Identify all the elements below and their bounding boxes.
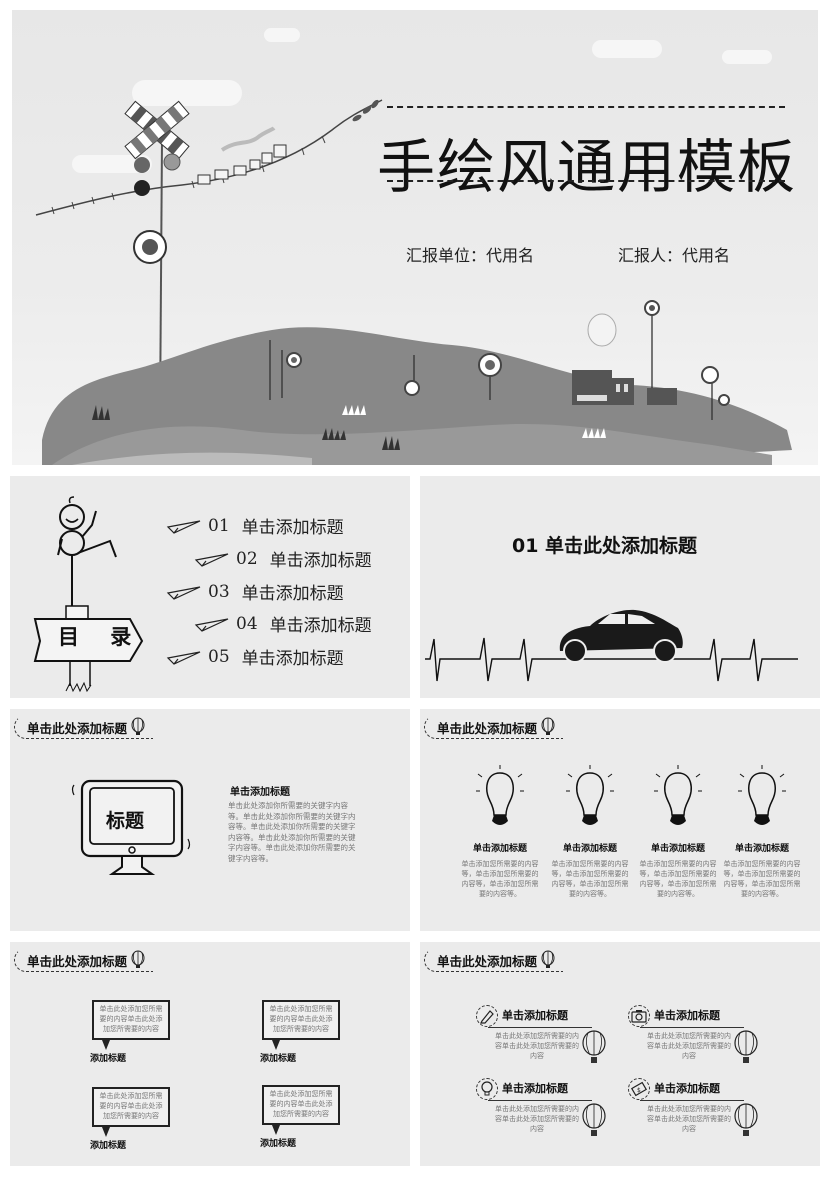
cloud [72, 155, 152, 173]
hot-air-balloon-icon [734, 1103, 758, 1136]
paper-plane-icon [166, 585, 201, 600]
speech-bubble-tail [272, 1125, 280, 1135]
paper-plane-icon [166, 650, 201, 665]
hot-air-balloon-icon [131, 717, 145, 735]
lightbulb-icon [654, 765, 702, 825]
content-body: 单击此处添加你所需要的关键字内容等。单击此处添加你所需要的关键字内容等。单击此处… [228, 801, 356, 863]
camera-icon [628, 1005, 650, 1027]
lightbulb-icon [566, 765, 614, 825]
pencil-icon [476, 1005, 498, 1027]
section-slide[interactable]: 01 单击此处添加标题 [420, 476, 820, 698]
title-top-rule [387, 106, 785, 108]
slide-header: 单击此处添加标题 [424, 948, 564, 972]
toc-sign-label: 目 录 [58, 625, 144, 649]
speech-bubble-4[interactable]: 单击此处添加您所需要的内容单击此处添加您所需要的内容 [262, 1085, 340, 1125]
bulb-column-3[interactable]: 单击添加标题 单击添加您所需要的内容等，单击添加您所需要的内容等，单击添加您所需… [638, 765, 718, 899]
bubble-label-1: 添加标题 [90, 1054, 127, 1064]
speech-bubble-tail [102, 1040, 110, 1050]
svg-text:$: $ [637, 1087, 641, 1094]
reporter: 汇报人：代用名 [618, 246, 731, 265]
section-title: 01 单击此处添加标题 [512, 535, 698, 557]
content-slide-bubbles[interactable]: 单击此处添加标题 单击此处添加您所需要的内容单击此处添加您所需要的内容 添加标题… [10, 942, 410, 1166]
landscape-illustration [35, 99, 792, 465]
cloud [722, 50, 772, 64]
content-heading: 单击添加标题 [230, 787, 290, 798]
bulb-column-1[interactable]: 单击添加标题 单击添加您所需要的内容等，单击添加您所需要的内容等，单击添加您所需… [460, 765, 540, 899]
monitor-label: 标题 [106, 810, 145, 832]
hot-air-balloon-icon [541, 717, 555, 735]
bubble-label-2: 添加标题 [260, 1054, 297, 1064]
monitor-illustration [71, 779, 191, 875]
content-slide-monitor[interactable]: 单击此处添加标题 标题 单击添加标题 单击此处添加你所需要的关键字内容等。单击此… [10, 709, 410, 931]
slide-header: 单击此处添加标题 [14, 948, 154, 972]
divider [640, 1027, 744, 1028]
cloud [264, 28, 300, 42]
cloud [592, 40, 662, 58]
content-slide-features[interactable]: 单击此处添加标题 单击添加标题 单击此处添加您所需要的内容单击此处添加您所需要的… [420, 942, 820, 1166]
cover-slide[interactable]: 手绘风通用模板 汇报单位：代用名 汇报人：代用名 [12, 10, 818, 465]
hot-air-balloon-icon [131, 950, 145, 968]
paper-plane-icon [166, 519, 201, 534]
bubble-label-4: 添加标题 [260, 1139, 297, 1149]
hot-air-balloon-icon [734, 1030, 758, 1063]
speech-bubble-1[interactable]: 单击此处添加您所需要的内容单击此处添加您所需要的内容 [92, 1000, 170, 1040]
heartbeat-car-illustration [425, 609, 798, 682]
slide-header: 单击此处添加标题 [14, 715, 154, 739]
speech-bubble-tail [102, 1127, 110, 1137]
divider [488, 1027, 592, 1028]
title-bottom-rule [387, 180, 785, 182]
divider [640, 1100, 744, 1101]
cloud [132, 80, 242, 106]
lightbulb-icon [476, 1078, 498, 1100]
speech-bubble-tail [272, 1040, 280, 1050]
speech-bubble-3[interactable]: 单击此处添加您所需要的内容单击此处添加您所需要的内容 [92, 1087, 170, 1127]
content-slide-bulbs[interactable]: 单击此处添加标题 单击添加标题 单击添加您所需要的内容等，单击添加您所需要的内容… [420, 709, 820, 931]
slide-header: 单击此处添加标题 [424, 715, 564, 739]
cover-title: 手绘风通用模板 [377, 133, 798, 201]
bubble-label-3: 添加标题 [90, 1141, 127, 1151]
stick-figure-signpost-illustration [33, 496, 144, 693]
hot-air-balloon-icon [582, 1103, 606, 1136]
speech-bubble-2[interactable]: 单击此处添加您所需要的内容单击此处添加您所需要的内容 [262, 1000, 340, 1040]
bulb-column-4[interactable]: 单击添加标题 单击添加您所需要的内容等，单击添加您所需要的内容等，单击添加您所需… [722, 765, 802, 899]
bulb-column-2[interactable]: 单击添加标题 单击添加您所需要的内容等，单击添加您所需要的内容等，单击添加您所需… [550, 765, 630, 899]
paper-plane-icon [194, 552, 229, 567]
divider [488, 1100, 592, 1101]
hot-air-balloon-icon [582, 1030, 606, 1063]
report-unit: 汇报单位：代用名 [406, 246, 535, 265]
lightbulb-icon [738, 765, 786, 825]
paper-plane-icon [194, 617, 229, 632]
lightbulb-icon [476, 765, 524, 825]
money-icon: $ [628, 1078, 650, 1100]
hot-air-balloon-icon [541, 950, 555, 968]
